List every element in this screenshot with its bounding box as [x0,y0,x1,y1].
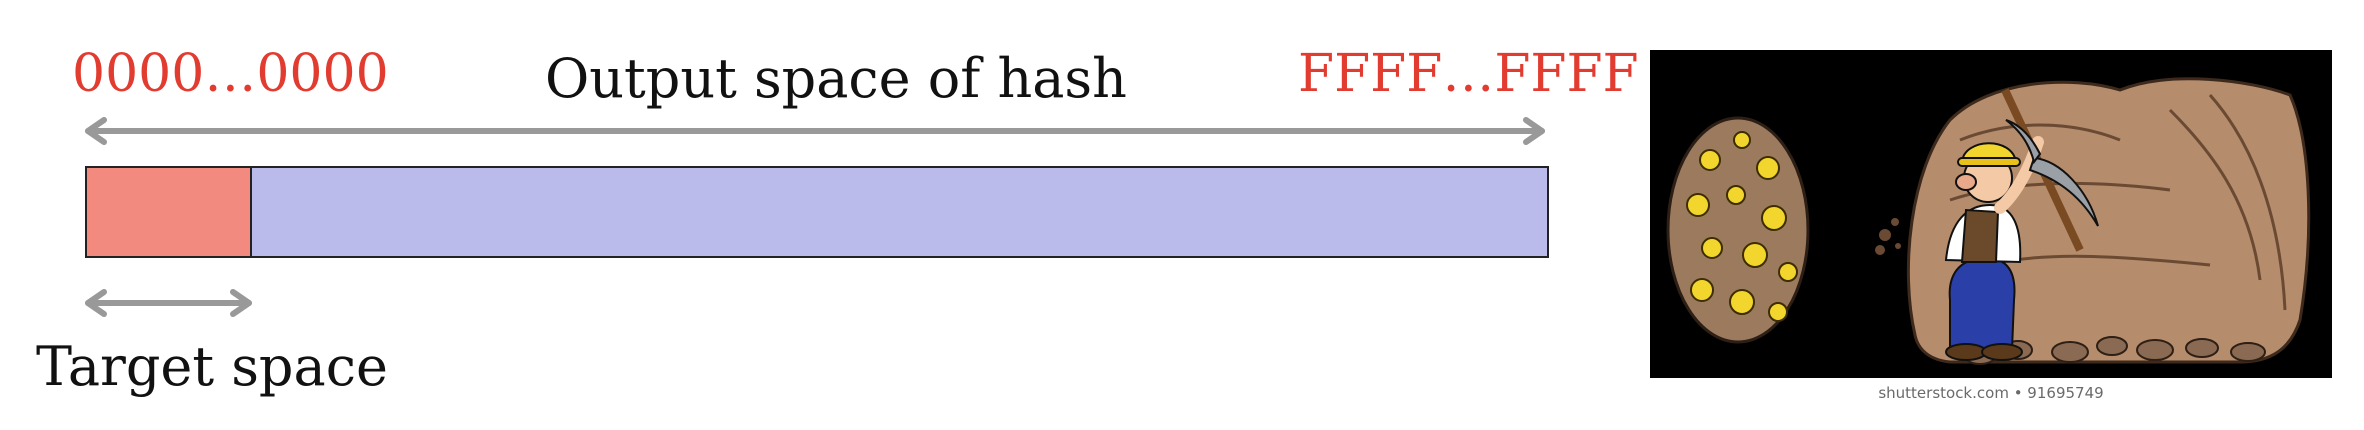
hash-space-diagram [85,117,1549,317]
stock-photo-watermark: shutterstock.com • 91695749 [1878,384,2104,402]
hash-output-space-title: Output space of hash [545,47,1127,110]
target-space-label: Target space [36,335,388,398]
gold-rock [1666,116,1810,344]
miner-illustration [1650,50,2332,378]
target-space-region [85,166,252,258]
pickaxe [2001,88,2099,252]
range-start-label: 0000…0000 [72,44,389,104]
range-end-label: FFFF…FFFF [1298,44,1639,104]
target-space-arrow [85,289,252,317]
output-space-arrow [85,117,1545,145]
output-space-bar [85,166,1549,258]
